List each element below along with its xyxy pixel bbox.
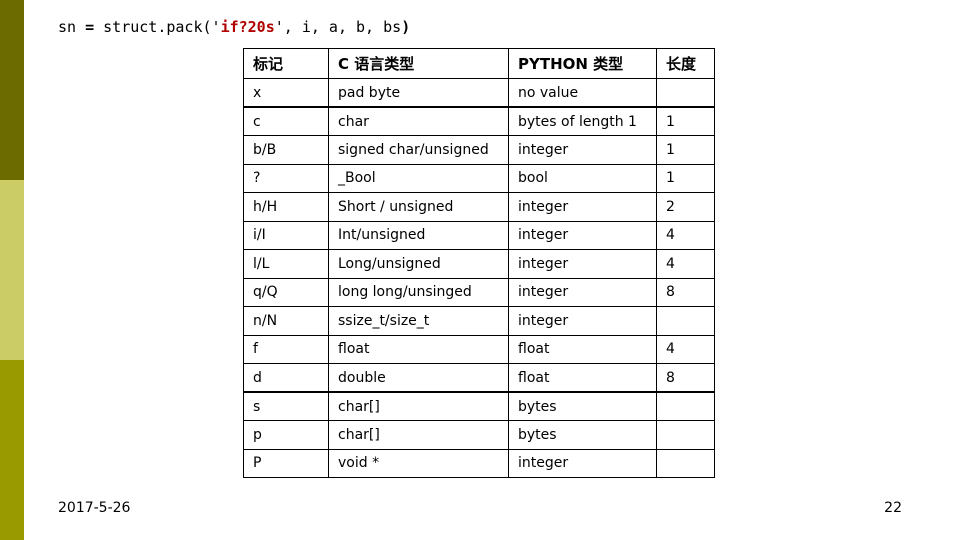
code-quote-open: ' bbox=[211, 18, 221, 36]
cell-python-type: integer bbox=[508, 135, 657, 165]
cell-length: 4 bbox=[656, 220, 715, 250]
cell-c-type: Int/unsigned bbox=[328, 220, 509, 250]
cell-c-type: ssize_t/size_t bbox=[328, 306, 509, 336]
cell-mark: d bbox=[243, 363, 329, 393]
cell-c-type: void * bbox=[328, 448, 509, 478]
cell-python-type: integer bbox=[508, 277, 657, 307]
cell-c-type: pad byte bbox=[328, 78, 509, 108]
cell-length bbox=[656, 391, 715, 421]
cell-c-type: double bbox=[328, 363, 509, 393]
code-equals: = bbox=[85, 18, 95, 36]
sidebar-segment-top bbox=[0, 0, 24, 180]
cell-python-type: integer bbox=[508, 249, 657, 279]
cell-length: 8 bbox=[656, 363, 715, 393]
cell-mark: b/B bbox=[243, 135, 329, 165]
cell-python-type: integer bbox=[508, 220, 657, 250]
cell-python-type: integer bbox=[508, 192, 657, 222]
cell-c-type: char[] bbox=[328, 391, 509, 421]
cell-c-type: signed char/unsigned bbox=[328, 135, 509, 165]
header-length: 长度 bbox=[656, 48, 715, 79]
cell-mark: s bbox=[243, 391, 329, 421]
cell-python-type: bytes of length 1 bbox=[508, 106, 657, 136]
cell-length: 1 bbox=[656, 106, 715, 136]
cell-mark: x bbox=[243, 78, 329, 108]
cell-mark: p bbox=[243, 420, 329, 450]
sidebar-segment-middle bbox=[0, 180, 24, 360]
cell-mark: n/N bbox=[243, 306, 329, 336]
cell-length: 1 bbox=[656, 135, 715, 165]
code-line: sn = struct.pack('if?20s', i, a, b, bs) bbox=[58, 18, 410, 36]
code-prefix: sn bbox=[58, 18, 86, 36]
code-call-open: struct.pack( bbox=[94, 18, 212, 36]
code-call-close: ) bbox=[401, 18, 411, 36]
code-args: , i, a, b, bs bbox=[283, 18, 402, 36]
cell-c-type: char[] bbox=[328, 420, 509, 450]
cell-c-type: _Bool bbox=[328, 163, 509, 193]
cell-length bbox=[656, 306, 715, 336]
footer-date: 2017-5-26 bbox=[58, 500, 131, 516]
cell-python-type: no value bbox=[508, 78, 657, 108]
cell-python-type: bytes bbox=[508, 420, 657, 450]
cell-python-type: float bbox=[508, 334, 657, 364]
cell-length bbox=[656, 78, 715, 108]
cell-c-type: Long/unsigned bbox=[328, 249, 509, 279]
cell-mark: f bbox=[243, 334, 329, 364]
cell-mark: i/I bbox=[243, 220, 329, 250]
cell-mark: ? bbox=[243, 163, 329, 193]
cell-mark: P bbox=[243, 448, 329, 478]
cell-c-type: float bbox=[328, 334, 509, 364]
page-number: 22 bbox=[884, 500, 902, 516]
cell-length: 1 bbox=[656, 163, 715, 193]
sidebar-segment-bottom bbox=[0, 360, 24, 540]
cell-mark: c bbox=[243, 106, 329, 136]
cell-length: 4 bbox=[656, 249, 715, 279]
cell-python-type: integer bbox=[508, 448, 657, 478]
slide-sidebar bbox=[0, 0, 24, 540]
cell-mark: l/L bbox=[243, 249, 329, 279]
cell-c-type: long long/unsinged bbox=[328, 277, 509, 307]
header-python-type: PYTHON 类型 bbox=[508, 48, 657, 79]
header-mark: 标记 bbox=[243, 48, 329, 79]
header-c-type: C 语言类型 bbox=[328, 48, 509, 79]
cell-c-type: char bbox=[328, 106, 509, 136]
cell-python-type: integer bbox=[508, 306, 657, 336]
cell-length: 2 bbox=[656, 192, 715, 222]
cell-python-type: bytes bbox=[508, 391, 657, 421]
cell-mark: h/H bbox=[243, 192, 329, 222]
cell-python-type: float bbox=[508, 363, 657, 393]
cell-mark: q/Q bbox=[243, 277, 329, 307]
cell-length bbox=[656, 448, 715, 478]
cell-c-type: Short / unsigned bbox=[328, 192, 509, 222]
cell-python-type: bool bbox=[508, 163, 657, 193]
cell-length: 4 bbox=[656, 334, 715, 364]
cell-length: 8 bbox=[656, 277, 715, 307]
code-format-string: if?20s bbox=[220, 18, 275, 36]
cell-length bbox=[656, 420, 715, 450]
table-header-row: 标记 C 语言类型 PYTHON 类型 长度 bbox=[243, 48, 715, 79]
code-quote-close: ' bbox=[274, 18, 284, 36]
